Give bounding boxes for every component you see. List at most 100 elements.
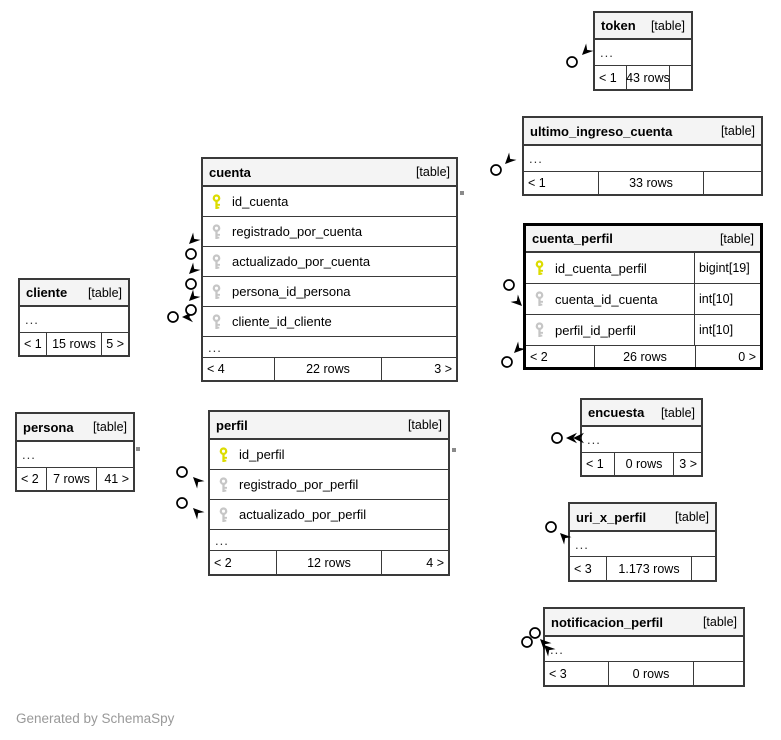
table-name-link[interactable]: cuenta <box>209 164 251 180</box>
parents-count: < 4 <box>203 358 275 380</box>
foreign-key-icon <box>533 291 546 307</box>
edge-stub-icon <box>452 448 456 452</box>
parents-count: < 1 <box>582 453 615 475</box>
column-main: registrado_por_cuenta <box>203 217 456 246</box>
relationship-circle-icon <box>501 356 513 368</box>
column-main: cliente_id_cliente <box>203 307 456 336</box>
table-header: notificacion_perfil [table] <box>545 609 743 637</box>
table-header: cuenta[table] <box>203 159 456 187</box>
rows-count: 7 rows <box>47 468 97 490</box>
table-name-link[interactable]: persona <box>23 419 74 435</box>
column-type: int[10] <box>694 284 760 314</box>
table-name-link[interactable]: ultimo_ingreso_cuenta <box>530 123 673 139</box>
relationship-connector-token <box>566 43 594 68</box>
column-row[interactable]: id_perfil <box>210 440 448 470</box>
relationship-arrowhead-icon <box>193 477 205 489</box>
column-name: cuenta_id_cuenta <box>555 291 658 307</box>
column-main: id_cuenta_perfil <box>526 253 694 283</box>
more-columns-ellipsis: ... <box>582 427 701 453</box>
more-columns-ellipsis: ... <box>524 146 761 172</box>
relationship-arrowhead-icon <box>566 432 577 444</box>
children-count <box>670 66 691 89</box>
column-name: id_perfil <box>239 447 285 462</box>
column-row[interactable]: registrado_por_perfil <box>210 470 448 500</box>
rows-count: 0 rows <box>615 453 674 475</box>
column-name: actualizado_por_cuenta <box>232 254 371 269</box>
rows-count: 26 rows <box>595 346 696 367</box>
table-cuenta[interactable]: cuenta[table] id_cuenta registrado_por_cue… <box>201 157 458 382</box>
column-name: actualizado_por_perfil <box>239 507 367 522</box>
table-type-tag: [table] <box>660 405 695 420</box>
table-header: persona[table] <box>17 414 133 442</box>
table-name-link[interactable]: token <box>601 18 636 33</box>
table-type-tag: [table] <box>719 231 754 246</box>
children-count: 41 > <box>104 472 129 486</box>
parents-count: < 1 <box>595 66 627 89</box>
column-row[interactable]: id_cuenta <box>203 187 456 217</box>
relationship-arrowhead-icon <box>189 232 201 244</box>
children-count <box>692 557 715 580</box>
column-main: cuenta_id_cuenta <box>526 284 694 314</box>
relationship-circle-icon <box>521 636 533 648</box>
parents-count: < 3 <box>570 557 607 580</box>
rows-count: 1.173 rows <box>607 557 692 580</box>
relationship-arrowhead-icon <box>505 152 517 164</box>
column-main: actualizado_por_perfil <box>210 500 448 529</box>
more-columns-ellipsis: ... <box>545 637 743 662</box>
relationship-arrowhead-icon <box>189 289 201 301</box>
table-name-link[interactable]: notificacion_perfil <box>551 614 663 630</box>
more-columns-ellipsis: ... <box>570 532 715 557</box>
parents-count: < 2 <box>210 551 277 574</box>
column-name: id_cuenta <box>232 194 289 209</box>
table-name-link[interactable]: cuenta_perfil <box>532 231 613 246</box>
table-perfil[interactable]: perfil[table] id_perfil registrado_por_per… <box>208 410 450 576</box>
column-row[interactable]: persona_id_persona <box>203 277 456 307</box>
primary-key-icon <box>210 193 223 210</box>
table-name-link[interactable]: cliente <box>26 285 68 300</box>
relationship-circle-icon <box>176 466 188 478</box>
more-columns-ellipsis: ... <box>203 337 456 358</box>
rows-count: 0 rows <box>609 662 694 685</box>
column-row[interactable]: actualizado_por_cuenta <box>203 247 456 277</box>
primary-key-icon <box>533 260 546 276</box>
relationship-circle-icon <box>176 497 188 509</box>
column-row[interactable]: cuenta_id_cuenta int[10] <box>526 284 760 315</box>
parents-count: < 2 <box>17 468 47 490</box>
column-row[interactable]: cliente_id_cliente <box>203 307 456 337</box>
table-type-tag: [table] <box>702 615 737 629</box>
table-name-link[interactable]: perfil <box>216 417 248 433</box>
relationship-circle-icon <box>185 278 197 290</box>
table-header: perfil[table] <box>210 412 448 440</box>
table-name-link[interactable]: uri_x_perfil <box>576 509 647 525</box>
children-count: 3 > <box>434 362 452 376</box>
column-row[interactable]: registrado_por_cuenta <box>203 217 456 247</box>
table-name-link[interactable]: encuesta <box>588 405 645 420</box>
relationship-circle-icon <box>167 311 179 323</box>
generated-by-note: Generated by SchemaSpy <box>16 711 175 726</box>
more-columns-ellipsis: ... <box>17 442 133 468</box>
relationship-circle-icon <box>545 521 557 533</box>
children-count <box>704 172 761 194</box>
relationship-arrowhead-icon <box>193 508 205 520</box>
more-columns-ellipsis: ... <box>20 307 128 333</box>
column-row[interactable]: actualizado_por_perfil <box>210 500 448 530</box>
relationship-connector-perfil <box>176 466 205 520</box>
table-header: ultimo_ingreso_cuenta[table] <box>524 118 761 146</box>
relationship-circle-icon <box>551 432 563 444</box>
foreign-key-icon <box>217 506 230 523</box>
